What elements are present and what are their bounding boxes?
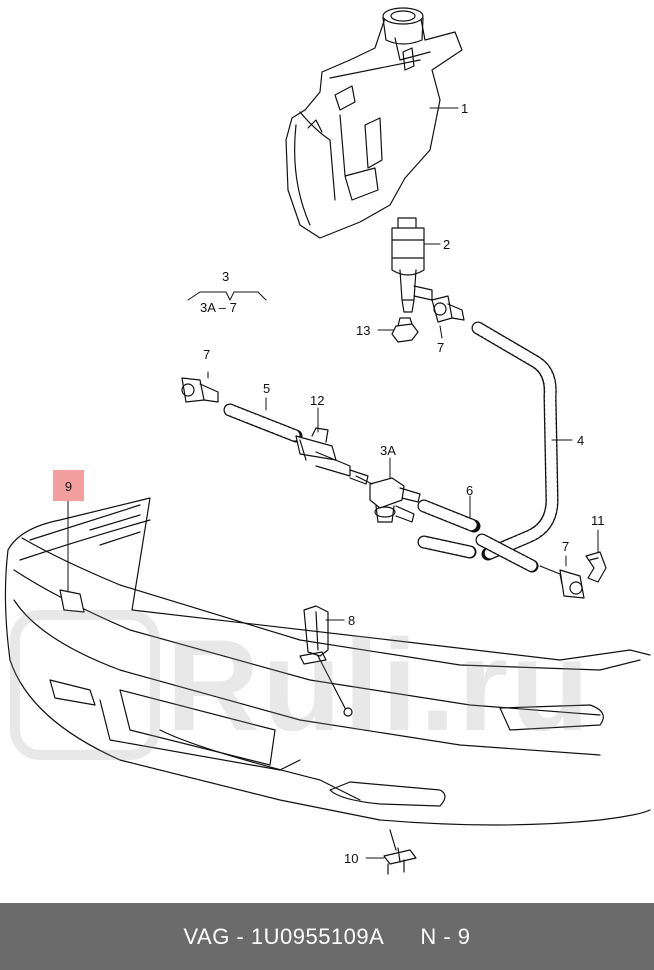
footer-position: N - 9 (420, 923, 471, 949)
leader-lines (67, 107, 599, 859)
callout-3: 3 (222, 269, 230, 284)
nut (391, 317, 419, 343)
mounting-bracket (299, 605, 329, 665)
callout-7-left: 7 (203, 347, 211, 362)
callout-3-range: 3A – 7 (200, 300, 237, 315)
callout-9: 9 (64, 479, 73, 494)
front-bumper (4, 497, 651, 851)
callout-11: 11 (591, 513, 605, 528)
washer-nozzle (355, 475, 421, 523)
callout-6: 6 (466, 483, 474, 498)
callout-1: 1 (461, 101, 469, 116)
t-piece (295, 427, 369, 485)
washer-pump (391, 217, 433, 313)
callout-7-right: 7 (562, 539, 570, 554)
hose-section (223, 403, 303, 443)
callout-10: 10 (344, 851, 359, 866)
hose-connector-top (431, 295, 465, 323)
callout-8: 8 (348, 613, 356, 628)
hose-section-6 (417, 499, 539, 573)
callout-13: 13 (356, 323, 371, 338)
parts-diagram (4, 7, 651, 875)
callout-7-pump: 7 (437, 340, 445, 355)
footer-bar: VAG - 1U0955109A N - 9 (0, 903, 654, 970)
footer-part-number: VAG - 1U0955109A (183, 923, 385, 949)
washer-reservoir (285, 7, 463, 239)
hose-connector-right (539, 565, 585, 599)
callout-2: 2 (443, 237, 451, 252)
callout-12: 12 (310, 393, 325, 408)
lower-bracket (383, 847, 417, 875)
callout-4: 4 (577, 433, 585, 448)
hose-long (471, 321, 559, 561)
retaining-clip (585, 551, 607, 583)
hose-connector-left (181, 377, 219, 403)
callout-5: 5 (263, 381, 271, 396)
callout-3a: 3A (380, 443, 396, 458)
callout-9-highlight: 9 (53, 470, 84, 501)
